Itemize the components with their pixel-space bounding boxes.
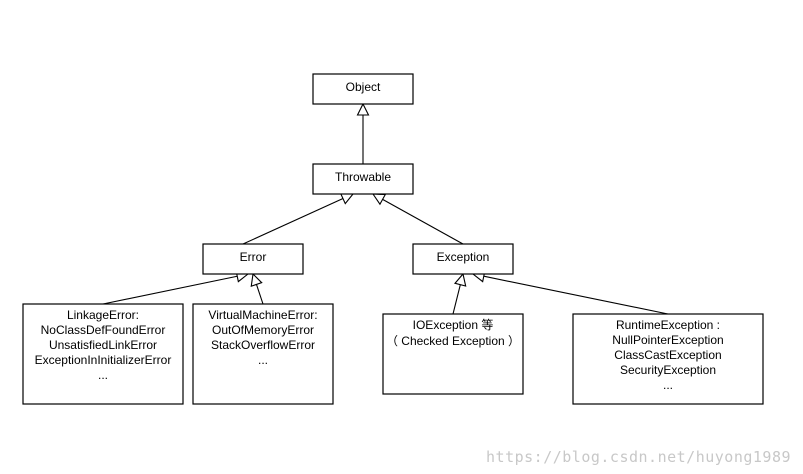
node-linkage-label-1: NoClassDefFoundError — [41, 323, 166, 337]
node-vm-label-3: ... — [258, 353, 268, 367]
arrowhead-error-to-throwable — [339, 192, 355, 205]
node-linkage-error: LinkageError: NoClassDefFoundError Unsat… — [22, 303, 184, 405]
node-linkage-label-4: ... — [98, 368, 108, 382]
node-vm-label-1: OutOfMemoryError — [212, 323, 314, 337]
node-vm-label-2: StackOverflowError — [211, 338, 315, 352]
node-exception: Exception — [412, 243, 514, 275]
arrowhead-exception-to-throwable — [371, 193, 387, 206]
node-io-label-0: IOException 等 — [413, 318, 494, 332]
arrowhead-throwable-to-object — [356, 102, 370, 116]
node-vm-label-0: VirtualMachineError: — [208, 308, 317, 322]
node-io-exception: IOException 等 （ Checked Exception ） — [382, 313, 524, 395]
node-io-label-1: （ Checked Exception ） — [386, 334, 520, 348]
node-runtime-exception: RuntimeException : NullPointerException … — [572, 313, 764, 405]
edge-exception-to-throwable — [382, 198, 464, 245]
node-throwable-label-0: Throwable — [335, 170, 391, 184]
node-linkage-label-2: UnsatisfiedLinkError — [49, 338, 157, 352]
arrowhead-vm-to-error — [250, 272, 263, 287]
edge-error-to-throwable — [242, 198, 344, 245]
node-runtime-label-2: ClassCastException — [614, 348, 721, 362]
watermark-text: https://blog.csdn.net/huyong1989 — [486, 448, 791, 466]
inheritance-edges — [102, 102, 669, 315]
edge-vm-to-error — [255, 284, 264, 305]
node-object: Object — [312, 73, 414, 105]
node-runtime-label-4: ... — [663, 378, 673, 392]
node-error: Error — [202, 243, 304, 275]
node-exception-label-0: Exception — [437, 250, 490, 264]
node-virtual-machine-error: VirtualMachineError: OutOfMemoryError St… — [192, 303, 334, 405]
node-object-label-0: Object — [346, 80, 381, 94]
node-runtime-label-3: SecurityException — [620, 363, 716, 377]
node-throwable: Throwable — [312, 163, 414, 195]
edge-linkage-to-error — [102, 275, 238, 305]
node-runtime-label-1: NullPointerException — [612, 333, 723, 347]
node-linkage-label-0: LinkageError: — [67, 308, 139, 322]
node-runtime-label-0: RuntimeException : — [616, 318, 720, 332]
edge-io-to-exception — [452, 284, 461, 315]
node-linkage-label-3: ExceptionInInitializerError — [35, 353, 172, 367]
edge-runtime-to-exception — [483, 275, 669, 315]
arrowhead-io-to-exception — [453, 272, 467, 287]
node-error-label-0: Error — [240, 250, 267, 264]
